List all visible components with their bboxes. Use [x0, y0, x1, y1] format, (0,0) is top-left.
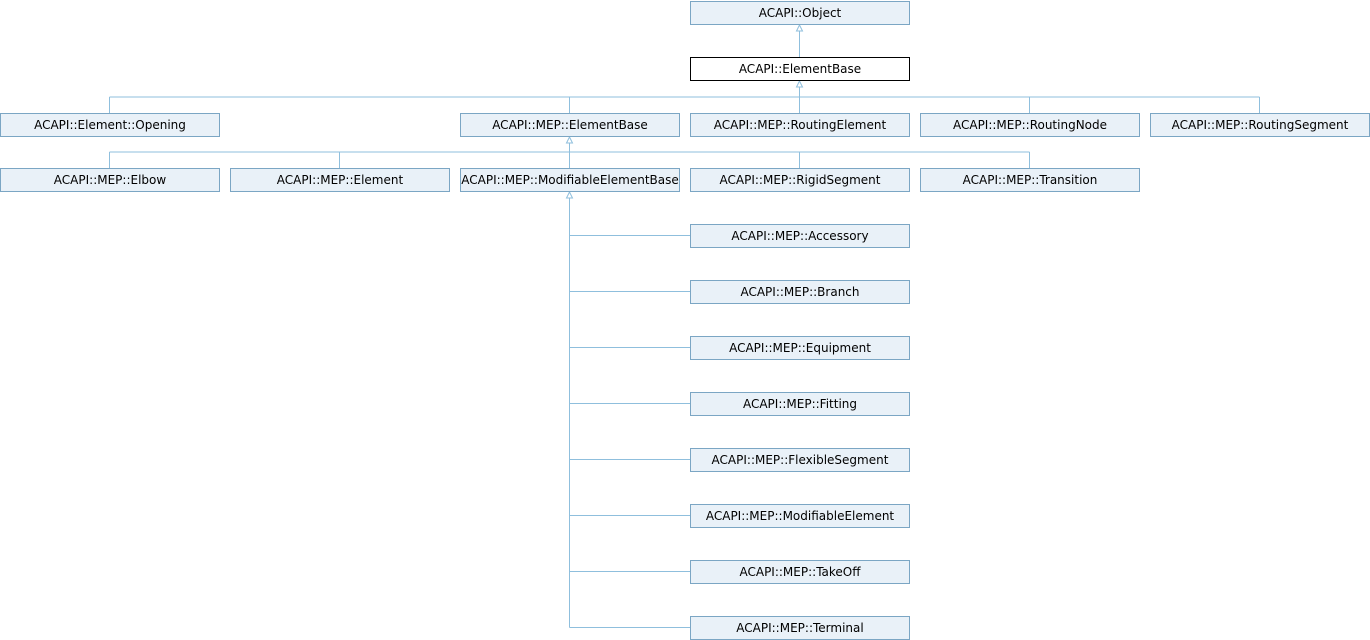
- inheritance-connectors: [109, 23, 1260, 628]
- class-label: ACAPI::MEP::RoutingElement: [714, 118, 887, 132]
- class-node-equipment[interactable]: ACAPI::MEP::Equipment: [690, 336, 910, 360]
- class-label: ACAPI::Element::Opening: [34, 118, 186, 132]
- class-box: [690, 113, 910, 137]
- class-label: ACAPI::MEP::RigidSegment: [720, 173, 881, 187]
- class-box: [690, 57, 910, 81]
- class-node-object[interactable]: ACAPI::Object: [690, 1, 910, 25]
- class-label: ACAPI::MEP::RoutingSegment: [1172, 118, 1349, 132]
- class-node-routingnode[interactable]: ACAPI::MEP::RoutingNode: [920, 113, 1140, 137]
- class-node-modifiableelementbase[interactable]: ACAPI::MEP::ModifiableElementBase: [460, 168, 680, 192]
- class-label: ACAPI::MEP::ModifiableElementBase: [461, 173, 679, 187]
- class-box: [230, 168, 450, 192]
- inheritance-arrow-icon: [565, 135, 574, 144]
- class-node-routingelement[interactable]: ACAPI::MEP::RoutingElement: [690, 113, 910, 137]
- class-label: ACAPI::MEP::Accessory: [731, 229, 868, 243]
- class-node-rigidsegment[interactable]: ACAPI::MEP::RigidSegment: [690, 168, 910, 192]
- class-node-opening[interactable]: ACAPI::Element::Opening: [0, 113, 220, 137]
- class-node-transition[interactable]: ACAPI::MEP::Transition: [920, 168, 1140, 192]
- class-node-elementbase: ACAPI::ElementBase: [690, 57, 910, 81]
- class-node-accessory[interactable]: ACAPI::MEP::Accessory: [690, 224, 910, 248]
- class-box: [920, 113, 1140, 137]
- class-box: [690, 504, 910, 528]
- inheritance-arrow-icon: [795, 79, 804, 88]
- class-label: ACAPI::MEP::Equipment: [729, 341, 871, 355]
- class-label: ACAPI::MEP::TakeOff: [739, 565, 861, 579]
- class-box: [690, 168, 910, 192]
- class-box: [690, 336, 910, 360]
- class-box: [920, 168, 1140, 192]
- class-label: ACAPI::ElementBase: [739, 62, 861, 76]
- class-box: [690, 448, 910, 472]
- class-label: ACAPI::MEP::ElementBase: [492, 118, 648, 132]
- class-node-terminal[interactable]: ACAPI::MEP::Terminal: [690, 616, 910, 640]
- class-node-modifiableelement[interactable]: ACAPI::MEP::ModifiableElement: [690, 504, 910, 528]
- class-label: ACAPI::MEP::RoutingNode: [953, 118, 1107, 132]
- class-box: [690, 392, 910, 416]
- class-node-mep-element[interactable]: ACAPI::MEP::Element: [230, 168, 450, 192]
- class-box: [690, 1, 910, 25]
- class-box: [460, 168, 680, 192]
- class-label: ACAPI::MEP::Branch: [740, 285, 859, 299]
- class-box: [690, 280, 910, 304]
- class-box: [0, 168, 220, 192]
- class-box: [690, 560, 910, 584]
- class-label: ACAPI::MEP::Element: [277, 173, 404, 187]
- class-node-branch[interactable]: ACAPI::MEP::Branch: [690, 280, 910, 304]
- class-node-takeoff[interactable]: ACAPI::MEP::TakeOff: [690, 560, 910, 584]
- class-node-flexiblesegment[interactable]: ACAPI::MEP::FlexibleSegment: [690, 448, 910, 472]
- class-node-fitting[interactable]: ACAPI::MEP::Fitting: [690, 392, 910, 416]
- class-label: ACAPI::Object: [759, 6, 842, 20]
- class-label: ACAPI::MEP::Terminal: [736, 621, 863, 635]
- inheritance-arrow-icon: [565, 190, 574, 199]
- inheritance-arrow-icon: [795, 23, 804, 32]
- class-box: [690, 224, 910, 248]
- class-node-mep-elementbase[interactable]: ACAPI::MEP::ElementBase: [460, 113, 680, 137]
- class-label: ACAPI::MEP::Transition: [963, 173, 1098, 187]
- class-label: ACAPI::MEP::Elbow: [54, 173, 167, 187]
- class-label: ACAPI::MEP::ModifiableElement: [706, 509, 895, 523]
- class-label: ACAPI::MEP::FlexibleSegment: [712, 453, 889, 467]
- class-box: [460, 113, 680, 137]
- class-box: [0, 113, 220, 137]
- class-node-elbow[interactable]: ACAPI::MEP::Elbow: [0, 168, 220, 192]
- class-node-routingsegment[interactable]: ACAPI::MEP::RoutingSegment: [1150, 113, 1370, 137]
- class-label: ACAPI::MEP::Fitting: [743, 397, 857, 411]
